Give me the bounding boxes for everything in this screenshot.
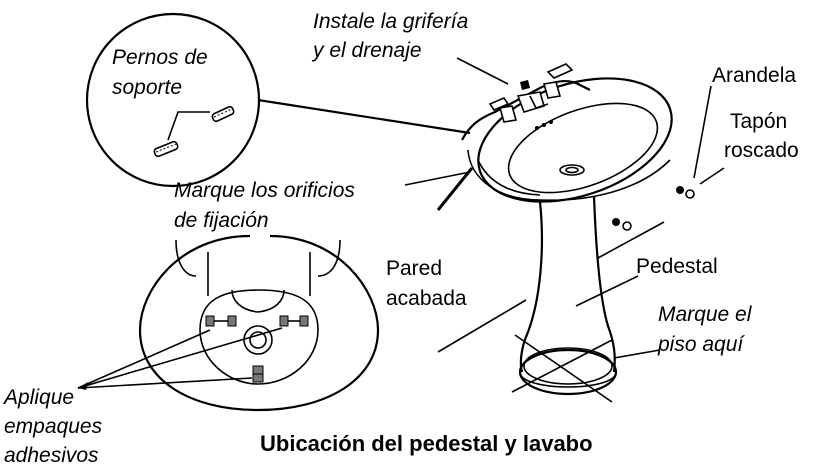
- bolts-label-line1: Pernos de: [112, 46, 208, 69]
- marking-leader: [404, 171, 471, 186]
- adhesive-label-line3: adhesivos: [4, 444, 99, 467]
- wall-label-line2: acabada: [386, 287, 467, 310]
- pedestal-sink-drawing: [436, 63, 695, 403]
- diagram-caption: Ubicación del pedestal y lavabo: [260, 431, 593, 456]
- faucet-icon: [488, 63, 574, 123]
- pedestal-label: Pedestal: [636, 255, 718, 278]
- cap-label-line2: roscado: [724, 139, 799, 162]
- bolt-detail-circle: Pernos de soporte: [85, 12, 471, 188]
- bolts-label-line2: soporte: [112, 76, 182, 99]
- floor-leader: [613, 349, 661, 359]
- adhesive-pad-icon: [205, 315, 237, 327]
- support-bolt-icon: [211, 105, 235, 123]
- washer-leader: [693, 85, 712, 179]
- support-bolt-icon: [153, 140, 179, 158]
- floor-label-line1: Marque el: [658, 303, 753, 326]
- cap-label-line1: Tapón: [730, 110, 787, 133]
- mark-holes-label-line2: de fijación: [174, 209, 269, 232]
- faucet-label-line1: Instale la grifería: [313, 10, 468, 33]
- cap-leader: [699, 167, 725, 185]
- adhesive-pad-icon: [279, 315, 309, 327]
- faucet-label-line2: y el drenaje: [311, 39, 422, 62]
- faucet-leader: [456, 57, 509, 85]
- adhesive-label-line1: Aplique: [2, 386, 74, 409]
- mark-holes-label-line1: Marque los orificios: [174, 179, 355, 202]
- washer-icon: [612, 186, 684, 226]
- floor-label-line2: piso aquí: [657, 333, 745, 356]
- adhesive-label-line2: empaques: [4, 415, 103, 438]
- pedestal-leader: [575, 275, 639, 307]
- adhesive-pad-icon: [252, 365, 264, 383]
- underside-detail: [77, 234, 380, 412]
- threaded-cap-icon: [622, 189, 695, 231]
- washer-label: Arandela: [712, 64, 796, 87]
- wall-label-line1: Pared: [386, 257, 442, 280]
